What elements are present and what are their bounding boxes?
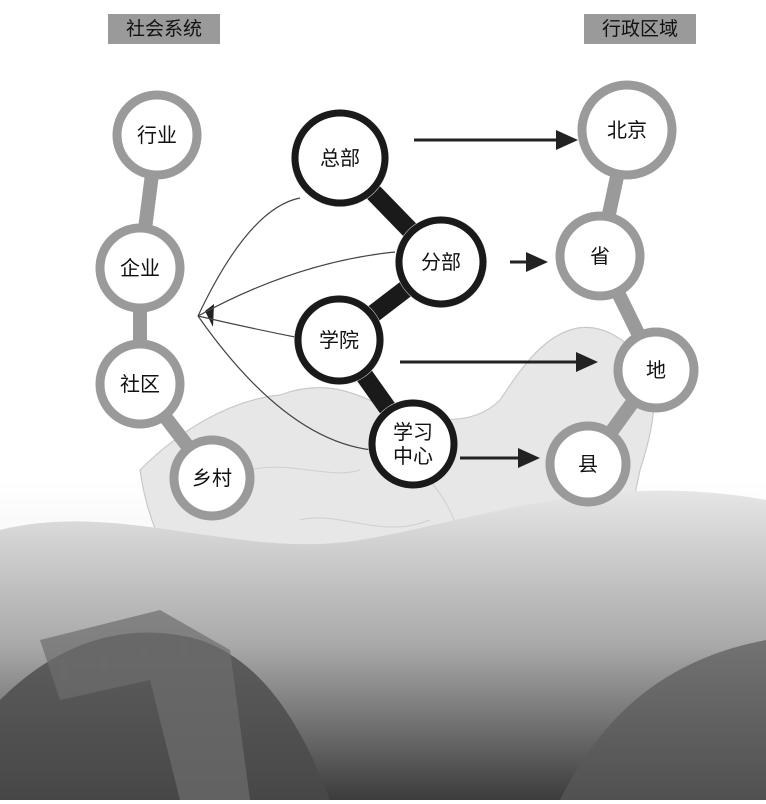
org-node-branch: 分部 [395, 216, 487, 308]
org-node-hq-label: 总部 [320, 146, 360, 170]
region-node-3-label: 县 [578, 452, 598, 476]
org-node-college-label: 学院 [319, 328, 359, 352]
social-node-2-label: 社区 [120, 372, 160, 396]
region-node-1-label: 省 [590, 244, 610, 268]
fan-line-2 [198, 316, 300, 338]
region-node-3: 县 [546, 422, 630, 506]
social-node-0-label: 行业 [137, 123, 177, 147]
org-node-center-label: 中心 [393, 444, 433, 468]
fan-arrowhead [205, 304, 214, 327]
org-node-branch-label: 分部 [421, 250, 461, 274]
social-node-0: 行业 [113, 91, 201, 179]
region-node-2-label: 地 [646, 358, 666, 382]
region-node-2: 地 [614, 328, 698, 412]
org-node-college: 学院 [294, 295, 384, 385]
social-node-1-label: 企业 [120, 256, 160, 280]
region-node-0-label: 北京 [607, 118, 647, 142]
fan-line-0 [198, 198, 300, 316]
region-node-1: 省 [556, 212, 644, 300]
social-node-1: 企业 [96, 224, 184, 312]
region-node-0: 北京 [578, 81, 676, 179]
org-node-hq: 总部 [291, 109, 389, 207]
social-node-3-label: 乡村 [192, 466, 232, 490]
social-node-2: 社区 [96, 340, 184, 428]
social-node-3: 乡村 [170, 436, 254, 520]
org-node-center-label: 学习 [393, 420, 433, 444]
